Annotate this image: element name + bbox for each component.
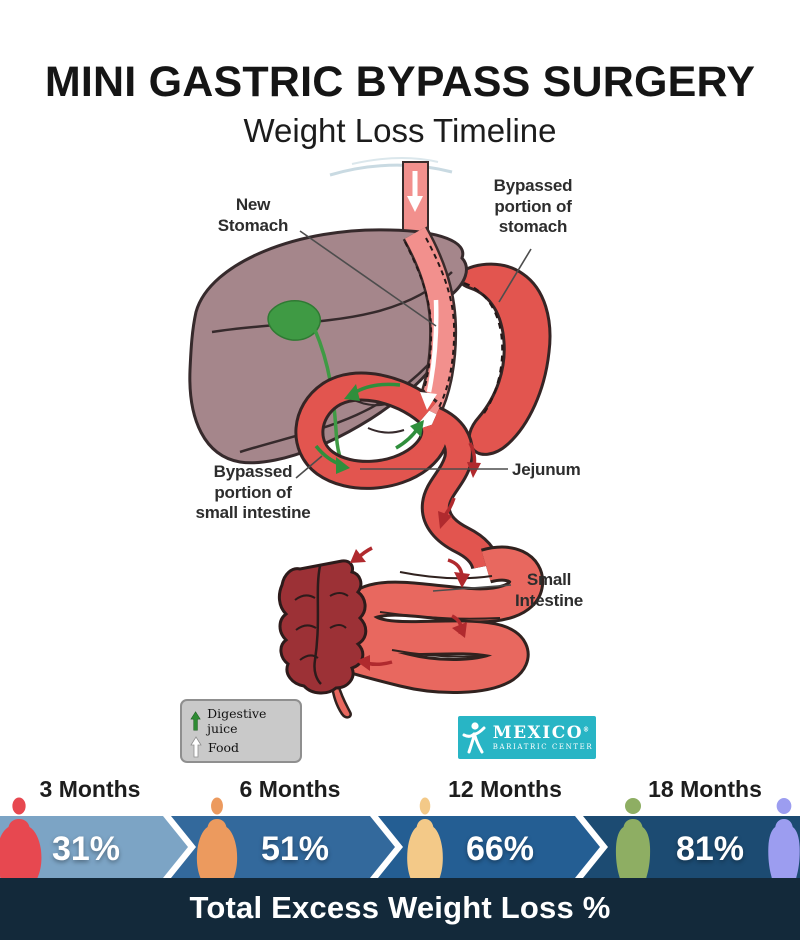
figure-3-months: [0, 797, 42, 878]
label-new-stomach: New Stomach: [217, 195, 289, 235]
diagram-legend: Digestive juice Food: [180, 699, 302, 763]
figure-6-months: [196, 797, 238, 878]
mexico-bariatric-center-logo: MEXICO® BARIATRIC CENTER: [458, 716, 596, 759]
diaphragm-lines: [329, 157, 453, 177]
label-bypassed-small-intestine: Bypassed portion of small intestine: [195, 462, 311, 523]
digestive-juice-arrows: [314, 382, 424, 474]
legend-item-digestive-juice: Digestive juice: [190, 706, 294, 736]
timeline-footer: Total Excess Weight Loss %: [0, 878, 800, 940]
liver: [188, 228, 468, 465]
label-bypassed-stomach: Bypassed portion of stomach: [493, 176, 573, 237]
page-subtitle: Weight Loss Timeline: [243, 112, 557, 149]
timeline-chevron-chart: 31% 51% 66% 81%: [0, 797, 800, 878]
logo-brand: MEXICO®: [492, 722, 591, 743]
page-title: MINI GASTRIC BYPASS SURGERY: [44, 58, 756, 106]
bypassed-stomach-pouch: [456, 262, 552, 456]
leader-lines: [295, 230, 532, 592]
white-up-arrow-icon: [190, 736, 202, 758]
figure-18-months: [615, 798, 651, 878]
footer-background: [0, 878, 800, 940]
figure-12-months: [407, 797, 443, 878]
timeline-footer-title: Total Excess Weight Loss %: [189, 890, 611, 925]
logo-sub-brand: BARIATRIC CENTER: [492, 742, 594, 751]
value-12-months: 66%: [466, 830, 534, 868]
value-6-months: 51%: [261, 830, 329, 868]
green-up-arrow-icon: [190, 711, 201, 731]
figure-final-goal: [768, 798, 800, 878]
stage-label-18-months: 18 Months: [648, 776, 762, 802]
value-18-months: 81%: [676, 830, 744, 868]
legend-label: Food: [208, 739, 240, 755]
timeline-band-3-months: [0, 816, 188, 878]
stage-label-12-months: 12 Months: [448, 776, 562, 802]
label-jejunum: Jejunum: [512, 460, 581, 479]
food-arrows: [407, 171, 439, 410]
stage-label-6-months: 6 Months: [239, 776, 341, 802]
food-flow-arrows: [350, 442, 481, 671]
legend-item-food: Food: [190, 734, 294, 760]
bile-duct: [267, 300, 349, 470]
person-figure-icon: [462, 721, 486, 753]
appendix: [330, 682, 352, 719]
colon: [277, 559, 368, 695]
registered-mark: ®: [583, 725, 591, 733]
leader-bypassed-stomach: [498, 248, 532, 303]
stage-label-3-months: 3 Months: [39, 776, 141, 802]
leader-new-stomach: [299, 230, 437, 327]
label-small-intestine: Small Intestine: [514, 570, 584, 610]
legend-label: Digestive juice: [207, 706, 267, 736]
esophagus: [402, 161, 429, 235]
weight-loss-timeline: 31% 51% 66% 81% 3 Months 6 Months 12 Mon…: [0, 775, 800, 940]
new-stomach-pouch: [402, 226, 458, 417]
value-3-months: 31%: [52, 830, 120, 868]
